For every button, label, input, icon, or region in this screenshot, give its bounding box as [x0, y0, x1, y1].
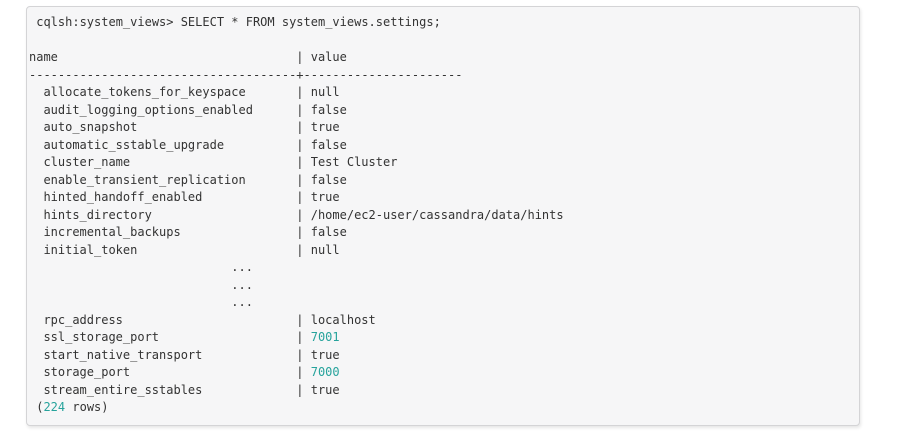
row-count-suffix: rows) — [65, 400, 109, 414]
blank-line — [29, 32, 849, 50]
setting-name: initial_token — [43, 242, 138, 257]
setting-name: audit_logging_options_enabled — [43, 102, 253, 117]
column-header-name: name — [29, 50, 58, 64]
column-separator: | — [296, 365, 304, 379]
table-row: enable_transient_replication | false — [29, 172, 849, 190]
ellipsis-text: ... — [231, 277, 253, 292]
setting-value: localhost — [310, 312, 376, 327]
setting-value: false — [310, 137, 347, 152]
setting-value: true — [310, 190, 340, 204]
table-ellipsis-row: ... — [29, 294, 849, 312]
setting-name: auto_snapshot — [43, 120, 138, 134]
column-separator: | — [296, 85, 304, 99]
setting-name: storage_port — [43, 365, 131, 379]
table-row: auto_snapshot | true — [29, 119, 849, 137]
setting-value: true — [310, 347, 340, 362]
table-row: automatic_sstable_upgrade | false — [29, 137, 849, 155]
column-separator: | — [296, 347, 304, 362]
table-divider: -------------------------------------+--… — [29, 67, 463, 82]
table-row: audit_logging_options_enabled | false — [29, 102, 849, 120]
cqlsh-terminal-output-card: cqlsh:system_views> SELECT * FROM system… — [26, 6, 860, 426]
ellipsis-text: ... — [231, 295, 253, 309]
setting-name: enable_transient_replication — [43, 172, 246, 187]
setting-name: automatic_sstable_upgrade — [43, 137, 225, 152]
setting-name: ssl_storage_port — [43, 330, 160, 344]
setting-value: false — [310, 102, 347, 117]
column-separator: | — [296, 190, 304, 204]
table-ellipsis-row: ... — [29, 277, 849, 295]
column-separator: | — [296, 172, 304, 187]
column-separator: | — [296, 50, 304, 64]
column-separator: | — [296, 242, 304, 257]
column-separator: | — [296, 102, 304, 117]
table-row: incremental_backups | false — [29, 224, 849, 242]
table-row: allocate_tokens_for_keyspace | null — [29, 84, 849, 102]
column-separator: | — [296, 207, 304, 222]
column-separator: | — [296, 225, 304, 239]
column-separator: | — [296, 312, 304, 327]
setting-name: stream_entire_sstables — [43, 382, 203, 397]
column-separator: | — [296, 137, 304, 152]
column-separator: | — [296, 330, 304, 344]
setting-value: null — [310, 242, 340, 257]
setting-name: hinted_handoff_enabled — [43, 190, 203, 204]
setting-name: start_native_transport — [43, 347, 203, 362]
table-ellipsis-row: ... — [29, 259, 849, 277]
table-row: start_native_transport | true — [29, 347, 849, 365]
row-count-number: 224 — [43, 400, 66, 414]
setting-value: 7000 — [310, 365, 340, 379]
setting-value: /home/ec2-user/cassandra/data/hints — [310, 207, 564, 222]
column-separator: | — [296, 120, 304, 134]
column-header-value: value — [310, 50, 347, 64]
column-separator: | — [296, 382, 304, 397]
table-row: storage_port | 7000 — [29, 364, 849, 382]
table-row: ssl_storage_port | 7001 — [29, 329, 849, 347]
table-row: stream_entire_sstables | true — [29, 382, 849, 400]
cqlsh-prompt-line: cqlsh:system_views> SELECT * FROM system… — [36, 15, 441, 29]
table-row: cluster_name | Test Cluster — [29, 154, 849, 172]
table-row: hints_directory | /home/ec2-user/cassand… — [29, 207, 849, 225]
setting-value: false — [310, 172, 347, 187]
row-count-open-paren: ( — [36, 400, 44, 414]
ellipsis-text: ... — [231, 260, 253, 274]
setting-name: rpc_address — [43, 312, 123, 327]
setting-value: true — [310, 120, 340, 134]
row-count-line: ( 224 rows) — [29, 399, 849, 417]
setting-name: hints_directory — [43, 207, 152, 222]
setting-value: 7001 — [310, 330, 340, 344]
setting-name: incremental_backups — [43, 225, 181, 239]
setting-name: allocate_tokens_for_keyspace — [43, 85, 246, 99]
table-row: initial_token | null — [29, 242, 849, 260]
table-row: rpc_address | localhost — [29, 312, 849, 330]
table-header-row: name | value — [29, 49, 849, 67]
table-row: hinted_handoff_enabled | true — [29, 189, 849, 207]
setting-value: Test Cluster — [310, 155, 398, 169]
setting-value: false — [310, 225, 347, 239]
setting-value: null — [310, 85, 340, 99]
column-separator: | — [296, 155, 304, 169]
setting-value: true — [310, 382, 340, 397]
setting-name: cluster_name — [43, 155, 131, 169]
table-rows: allocate_tokens_for_keyspace | null audi… — [29, 84, 849, 399]
